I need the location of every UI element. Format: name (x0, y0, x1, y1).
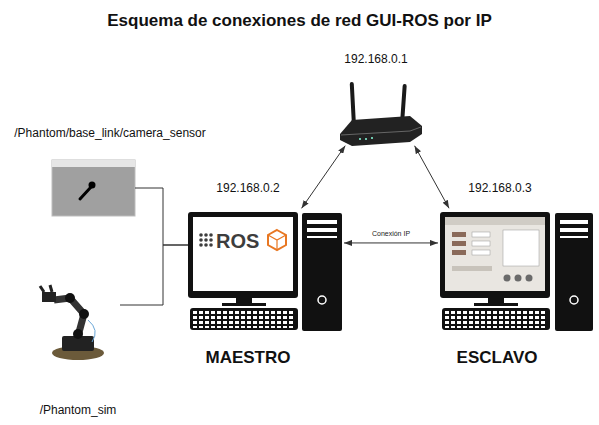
router-node: 192.168.0.1 (338, 80, 422, 144)
camera-node: /Phantom/base_link/camera_sensor (52, 160, 135, 216)
node-label: 192.168.0.1 (344, 53, 407, 67)
connector-label: Conexión IP (370, 230, 412, 238)
router-icon (340, 82, 422, 146)
robot-node: /Phantom_sim (38, 283, 120, 363)
node-text: ESCLAVO (457, 348, 538, 368)
camera-image (52, 160, 135, 216)
node-label: 192.168.0.2 (216, 182, 279, 196)
slave-node: 192.168.0.3ESCLAVO (440, 210, 594, 332)
slave-computer (440, 212, 593, 331)
connector (302, 146, 346, 209)
robot-arm-image (40, 285, 104, 360)
connector (135, 188, 188, 245)
connector (120, 245, 188, 305)
master-node: 192.168.0.2ROSMAESTRO (188, 210, 342, 332)
diagram-title: Esquema de conexiones de red GUI-ROS por… (0, 11, 599, 31)
node-label: /Phantom/base_link/camera_sensor (14, 127, 205, 141)
node-label: /Phantom_sim (40, 404, 117, 418)
node-text: MAESTRO (206, 348, 291, 368)
master-computer (188, 212, 342, 331)
connector (415, 146, 449, 208)
node-text: ROS (216, 230, 259, 253)
node-label: 192.168.0.3 (468, 182, 531, 196)
connector (344, 242, 438, 243)
